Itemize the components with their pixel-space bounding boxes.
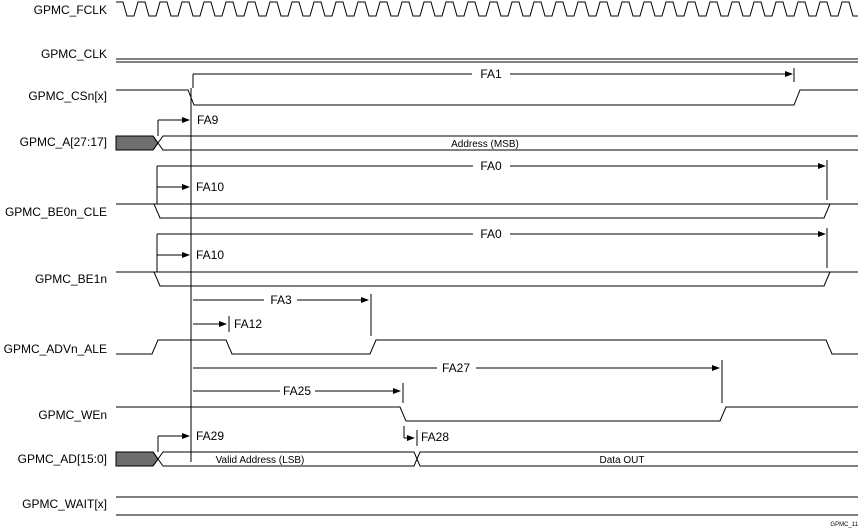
- fa3-annotation: [193, 294, 372, 336]
- label-gpmc-ad: GPMC_AD[15:0]: [18, 452, 107, 466]
- csn-waveform: [116, 89, 858, 106]
- fa0-be1-label: FA0: [480, 227, 502, 241]
- fclk-waveform: [116, 1, 858, 17]
- fa28-annotation: [403, 426, 418, 446]
- ad-bus-lsb-value: Valid Address (LSB): [216, 455, 305, 466]
- label-gpmc-wait: GPMC_WAIT[x]: [22, 497, 107, 511]
- fa0-be1-annotation: [156, 228, 828, 272]
- fa3-label: FA3: [270, 293, 292, 307]
- be0n-waveform: [116, 203, 858, 219]
- fa0-be0-label: FA0: [480, 159, 502, 173]
- figure-id: GPMC_11: [830, 522, 858, 528]
- wen-waveform: [116, 406, 858, 422]
- clk-waveform: [116, 58, 858, 63]
- label-gpmc-advn-ale: GPMC_ADVn_ALE: [4, 342, 107, 356]
- fa25-annotation: [193, 383, 404, 403]
- label-gpmc-fclk: GPMC_FCLK: [34, 3, 107, 17]
- fa25-label: FA25: [283, 384, 311, 398]
- fa10-be0-label: FA10: [196, 180, 224, 194]
- a-bus-waveform: [115, 135, 858, 151]
- label-gpmc-clk: GPMC_CLK: [41, 47, 107, 61]
- fa0-be0-annotation: [156, 160, 828, 204]
- fa9-label: FA9: [197, 113, 219, 127]
- fa1-label: FA1: [480, 67, 502, 81]
- fa28-label: FA28: [421, 430, 449, 444]
- ad-bus-waveform: [115, 451, 858, 467]
- fa29-label: FA29: [196, 429, 224, 443]
- fa27-annotation: [193, 360, 723, 403]
- a-bus-value: Address (MSB): [451, 139, 519, 150]
- fa1-annotation: [192, 68, 795, 88]
- label-gpmc-wen: GPMC_WEn: [38, 408, 107, 422]
- label-gpmc-be1n: GPMC_BE1n: [35, 272, 107, 286]
- fa27-label: FA27: [442, 361, 470, 375]
- fa9-annotation: [157, 117, 190, 136]
- label-gpmc-csn: GPMC_CSn[x]: [28, 89, 107, 103]
- fa12-annotation: [193, 316, 230, 332]
- fa29-annotation: [157, 433, 190, 452]
- label-gpmc-a: GPMC_A[27:17]: [20, 135, 107, 149]
- fa10-be1-label: FA10: [196, 248, 224, 262]
- label-gpmc-be0n-cle: GPMC_BE0n_CLE: [5, 205, 107, 219]
- ad-bus-data-value: Data OUT: [599, 455, 644, 466]
- fa12-label: FA12: [234, 317, 262, 331]
- be1n-waveform: [116, 271, 858, 287]
- wait-waveform: [116, 496, 858, 516]
- advn-waveform: [116, 339, 858, 355]
